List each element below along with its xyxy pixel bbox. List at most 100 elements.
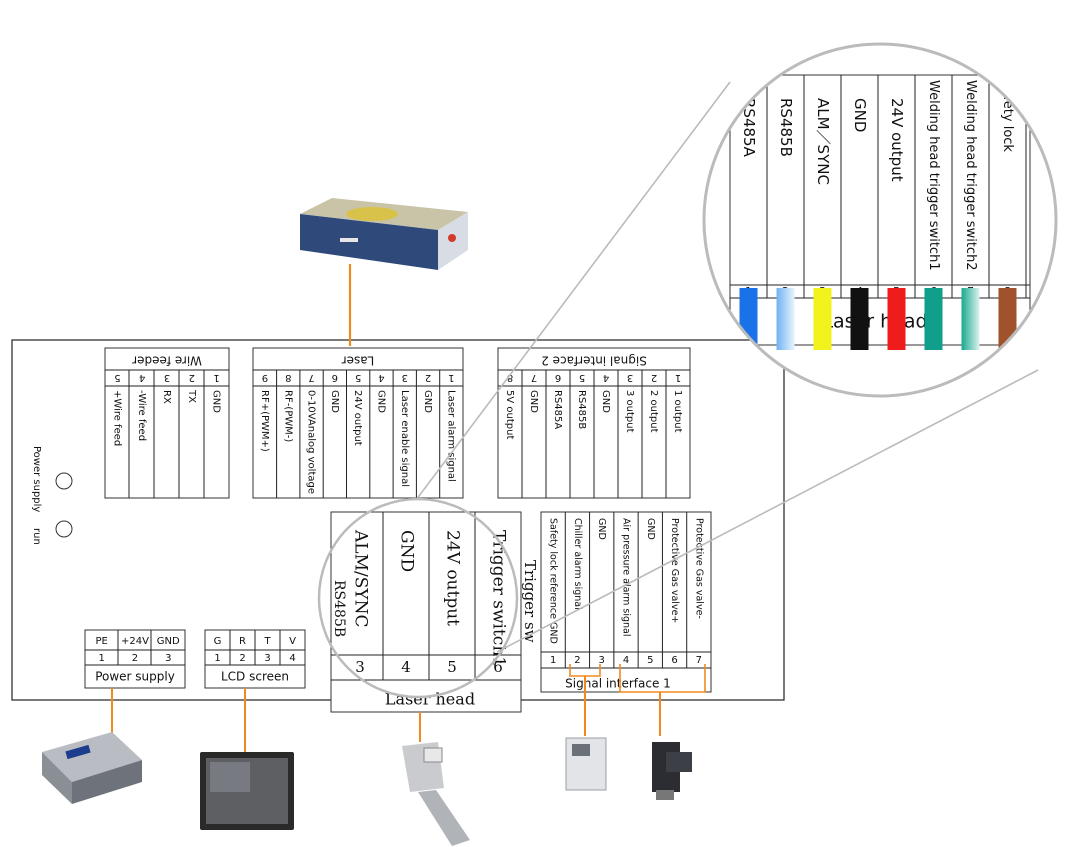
wire-feeder-pin-label: -Wire feed — [136, 390, 147, 441]
signal-interface-2-pin-number: 5 — [579, 372, 585, 383]
wire-color-swatch — [887, 288, 906, 350]
laser-pin-number: 1 — [448, 372, 454, 383]
signal-interface-1-pin-number: 5 — [647, 655, 653, 666]
zoom-pin-number: 6 — [493, 658, 503, 676]
zoom-pin-label: GND — [397, 530, 417, 572]
signal-interface-1-pin-label: Air pressure alarm signal — [621, 518, 632, 637]
magnified-laser-head-title: Laser head — [822, 311, 927, 333]
power-supply-pin-name: GND — [157, 636, 180, 647]
laser-pin-label: Laser enable signal — [399, 390, 410, 487]
laser-head-zoom-table: RS485B Trigger sw ALM/SYNC GND 24V output T… — [317, 497, 539, 713]
lcd-screen-pin-number: 4 — [289, 653, 295, 664]
laser-pin-label: RF+(PWM+) — [259, 390, 270, 452]
laser-pin-number: 4 — [378, 372, 384, 383]
zoom-laser-head-title: Laser head — [385, 690, 475, 709]
laser-pin-number: 8 — [285, 372, 291, 383]
signal-interface-2-pin-label: GND — [600, 390, 611, 413]
zoom-pin-number: 4 — [401, 658, 411, 676]
signal-interface-2-pin-number: 1 — [675, 372, 681, 383]
wire-feeder-pin-label: +Wire feed — [111, 390, 122, 446]
laser-head-device-image — [402, 712, 470, 846]
lcd-screen-pin-name: V — [289, 636, 296, 647]
signal-interface-2-pin-number: 3 — [627, 372, 633, 383]
zoom-pin-number: 3 — [355, 658, 365, 676]
laser-pin-number: 7 — [308, 372, 314, 383]
signal-interface-1-title: Signal interface 1 — [565, 677, 671, 691]
signal-interface-1-pin-number: 6 — [671, 655, 677, 666]
zoom-pin-label: ALM/SYNC — [351, 529, 371, 627]
signal-interface-2-pin-number: 2 — [651, 372, 657, 383]
wire-feeder-pin-label: RX — [161, 390, 172, 404]
signal-interface-1-pin-number: 4 — [623, 655, 629, 666]
chiller-image — [565, 676, 607, 791]
magnified-pin-label: GND — [851, 98, 869, 132]
laser-pin-number: 9 — [262, 372, 268, 383]
laser-pin-label: 0-10VAnalog voltage — [306, 390, 317, 494]
laser-pin-label: 24V output — [352, 390, 363, 446]
lcd-screen-pin-number: 2 — [239, 653, 245, 664]
power-supply-pin-name: PE — [95, 636, 107, 647]
signal-interface-1-pin-number: 2 — [574, 655, 580, 666]
run-label: run — [31, 528, 42, 545]
signal-interface-2-pin-label: 5V output — [504, 390, 515, 439]
zoom-lens-circle — [317, 497, 519, 699]
laser-pin-number: 5 — [355, 372, 361, 383]
laser-pin-label: RF-(PWM-) — [282, 390, 293, 442]
lcd-screen-title: LCD screen — [221, 670, 289, 684]
wire-feeder-pin-number: 5 — [114, 372, 120, 383]
laser-title: Laser — [342, 354, 375, 368]
magnified-pin-label: Welding head trigger switch2 — [963, 80, 978, 271]
zoom-partial-right-label: Trigger sw — [521, 560, 539, 643]
lcd-screen-pin-number: 3 — [264, 653, 270, 664]
power-supply-pin-number: 3 — [165, 653, 171, 664]
power-supply-pin-number: 2 — [132, 653, 138, 664]
gas-valve-image — [652, 692, 692, 800]
signal-interface-1-pin-label: Protective Gas valve- — [693, 518, 704, 619]
signal-interface-1-pin-label: Protective Gas valve+ — [669, 518, 680, 623]
signal-interface-2-pin-label: 3 output — [624, 390, 635, 433]
power-supply-label: Power supply — [31, 446, 42, 512]
signal-interface-1-pin-number: 7 — [696, 655, 702, 666]
power-supply-pin-name: +24V — [121, 636, 149, 647]
signal-interface-1-pin-label: Chiller alarm signal — [572, 518, 583, 610]
zoom-pin-label: Trigger switch1 — [489, 530, 509, 667]
signal-interface-2-title: Signal interface 2 — [541, 354, 647, 368]
wire-feeder-pin-number: 1 — [213, 372, 219, 383]
wire-color-swatch — [813, 288, 832, 350]
signal-interface-2-pin-label: RS485A — [552, 390, 563, 429]
lcd-screen-image — [200, 752, 294, 830]
signal-interface-2-pin-label: 1 output — [672, 390, 683, 433]
laser-pin-label: GND — [329, 390, 340, 413]
power-supply-pin-number: 1 — [98, 653, 104, 664]
zoom-partial-left-label: RS485B — [331, 580, 347, 637]
zoom-guide-line-upper — [415, 81, 731, 501]
wire-stripe — [776, 288, 795, 350]
power-supply-led — [55, 472, 73, 490]
laser-pin-number: 3 — [402, 372, 408, 383]
zoom-pin-label: 24V output — [443, 530, 463, 626]
lcd-screen-pin-number: 1 — [214, 653, 220, 664]
laser-pin-label: Laser alarm signal — [445, 390, 456, 482]
signal-interface-2-pin-number: 4 — [603, 372, 609, 383]
wire-feeder-pin-number: 4 — [139, 372, 145, 383]
zoom-pin-number: 5 — [447, 658, 457, 676]
signal-interface-2-pin-number: 6 — [555, 372, 561, 383]
laser-pin-number: 2 — [425, 372, 431, 383]
power-supply-unit-image — [42, 732, 142, 804]
wire-feeder-title: Wire feeder — [132, 354, 202, 368]
magnified-lens-circle — [702, 42, 1058, 398]
lcd-screen-pin-name: T — [263, 636, 271, 647]
signal-interface-1-pin-label: Safety lock reference GND — [548, 518, 559, 644]
magnified-pin-label: ALM／SYNC — [814, 98, 832, 185]
laser-pin-label: GND — [422, 390, 433, 413]
wire-feeder-pin-label: TX — [186, 389, 197, 403]
lcd-screen-pin-name: R — [239, 636, 246, 647]
wire-feeder-pin-number: 3 — [164, 372, 170, 383]
